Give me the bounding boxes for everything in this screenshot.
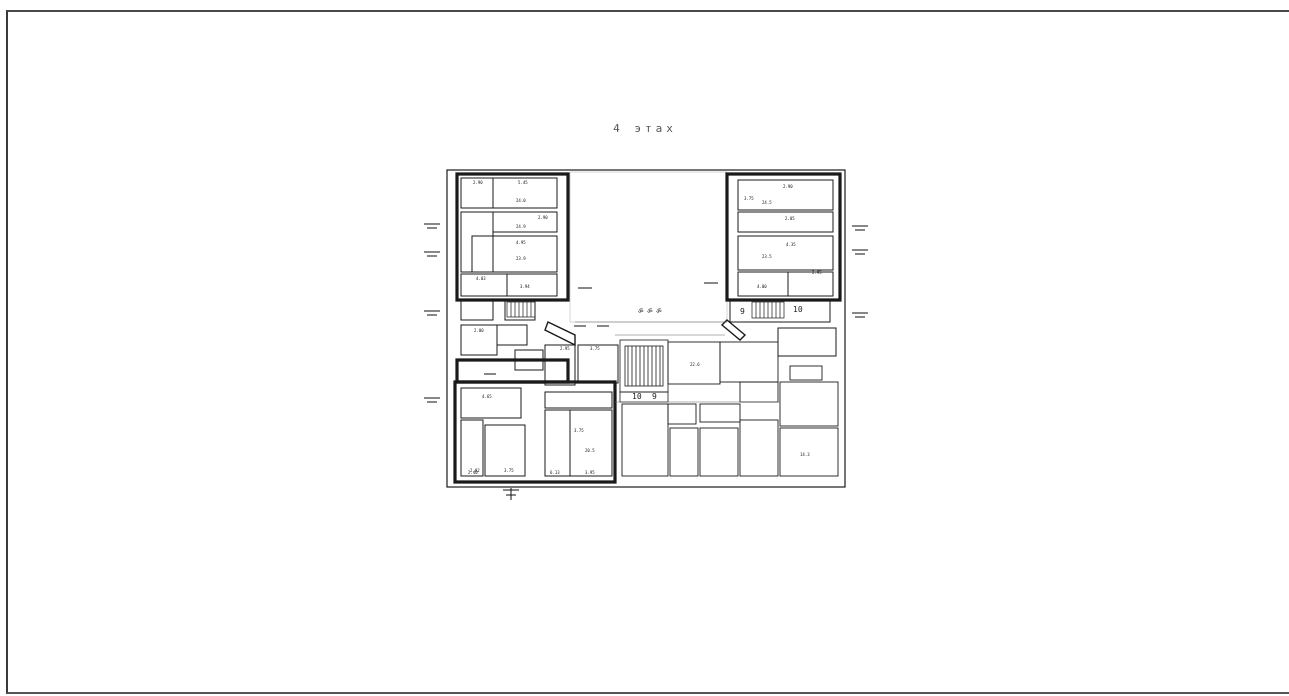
room-label: 20.5 (585, 448, 595, 453)
room-label: 3.75 (744, 196, 754, 201)
room-label: 5.45 (518, 180, 528, 185)
corridor-label: ॐ ॐ ॐ (638, 307, 662, 315)
dimension-markers-left (424, 223, 440, 403)
room-label: 3.95 (585, 470, 595, 475)
room-label: 4.03 (476, 276, 486, 281)
room-label: 2.90 (473, 180, 483, 185)
right-wing-walls (725, 172, 842, 302)
left-wing-walls (455, 172, 570, 384)
courtyard (569, 171, 728, 323)
interior-markers (484, 282, 718, 375)
room-label: 3.75 (574, 428, 584, 433)
stair-number: 10 (793, 305, 803, 314)
room-label: 6.13 (550, 470, 560, 475)
left-wing-rooms (460, 177, 619, 386)
room-label: 24.9 (516, 224, 526, 229)
left-stair (506, 301, 536, 318)
room-label: 2.95 (812, 270, 822, 275)
bottom-right-rooms (779, 365, 839, 477)
room-label: 2.90 (783, 184, 793, 189)
room-label: 24.0 (516, 198, 526, 203)
room-label: 4.35 (786, 242, 796, 247)
right-stair (751, 301, 785, 319)
central-south-rooms (621, 341, 779, 477)
building-outline (446, 169, 846, 488)
bottom-left-rooms (460, 387, 613, 477)
stair-number: 10 (632, 392, 642, 401)
room-label: 3.94 (520, 284, 530, 289)
room-label: 23.5 (762, 254, 772, 259)
room-label: 2.95 (560, 346, 570, 351)
right-diagonal-corridor (720, 319, 747, 341)
room-label: 4.65 (482, 394, 492, 399)
room-label: 24.5 (762, 200, 772, 205)
room-label: 14.3 (800, 452, 810, 457)
room-label: 3.75 (504, 468, 514, 473)
room-label: 2.00 (474, 328, 484, 333)
room-label: 23.9 (516, 256, 526, 261)
bottom-left-walls (453, 380, 617, 484)
right-wing-rooms (729, 179, 837, 357)
dimension-marker-bottom (503, 488, 519, 500)
room-label: 2.05 (785, 216, 795, 221)
room-label: 2.02 (470, 468, 480, 473)
room-label: 3.75 (590, 346, 600, 351)
central-stair (619, 339, 669, 403)
room-label: 2.90 (538, 215, 548, 220)
room-label: 4.95 (516, 240, 526, 245)
stair-number: 9 (652, 392, 657, 401)
left-diagonal-corridor (544, 321, 576, 347)
room-label: 2.40 (468, 470, 478, 475)
corridor-ring (575, 321, 780, 403)
stair-number: 9 (740, 307, 745, 316)
room-label: 4.00 (757, 284, 767, 289)
room-label: 22.6 (690, 362, 700, 367)
drawing-sheet-frame (6, 10, 1289, 694)
floor-title: 4 этах (613, 122, 677, 135)
dimension-markers-right (852, 225, 868, 318)
